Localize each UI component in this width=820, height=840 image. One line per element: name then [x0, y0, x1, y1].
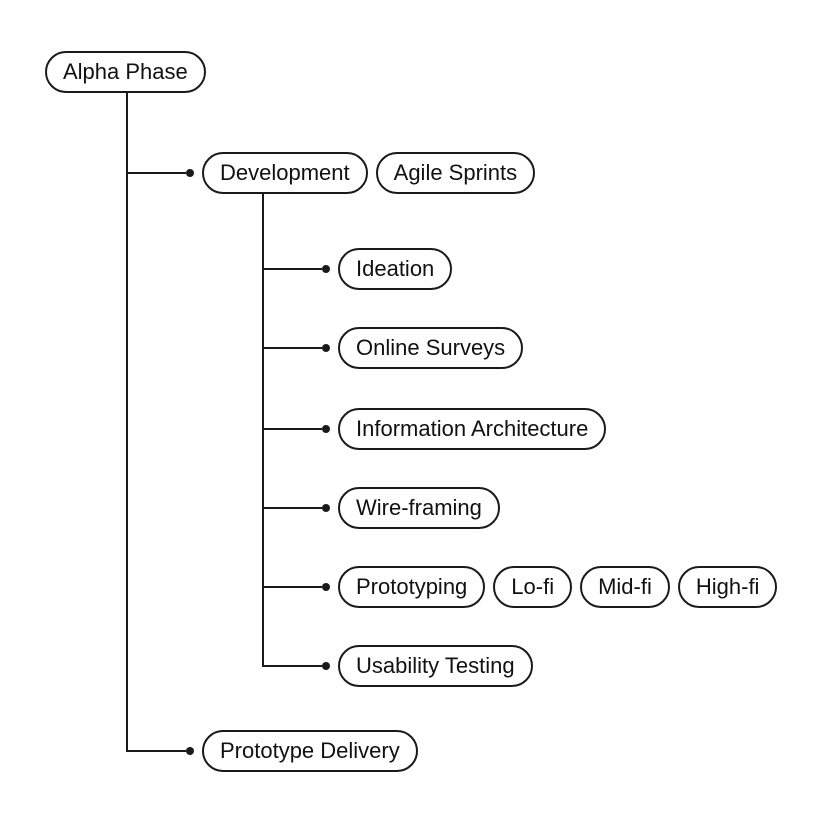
node-prototype-delivery[interactable]: Prototype Delivery — [202, 730, 418, 772]
connector-ideation-line — [262, 268, 322, 270]
node-information-architecture[interactable]: Information Architecture — [338, 408, 607, 450]
usability-testing-bullet-dot — [322, 662, 330, 670]
development-bullet-dot — [186, 169, 194, 177]
connector-information-architecture-line — [262, 428, 322, 430]
node-mid-fi[interactable]: Mid-fi — [580, 566, 670, 608]
ideation-bullet-dot — [322, 265, 330, 273]
row-development: Development Agile Sprints — [126, 152, 536, 194]
wire-framing-bullet-dot — [322, 504, 330, 512]
node-prototyping[interactable]: Prototyping — [338, 566, 486, 608]
connector-online-surveys-line — [262, 347, 322, 349]
row-prototyping: Prototyping Lo-fi Mid-fi High-fi — [262, 566, 778, 608]
connector-development-line — [126, 172, 186, 174]
node-agile-sprints[interactable]: Agile Sprints — [375, 152, 536, 194]
connector-main-vertical-line — [126, 93, 128, 752]
node-usability-testing[interactable]: Usability Testing — [338, 645, 533, 687]
row-information-architecture: Information Architecture — [262, 408, 607, 450]
connector-development-vertical-line — [262, 194, 264, 667]
node-online-surveys[interactable]: Online Surveys — [338, 327, 524, 369]
node-development[interactable]: Development — [202, 152, 368, 194]
row-prototype-delivery: Prototype Delivery — [126, 730, 418, 772]
prototyping-bullet-dot — [322, 583, 330, 591]
online-surveys-bullet-dot — [322, 344, 330, 352]
row-alpha-phase: Alpha Phase — [45, 51, 206, 93]
node-high-fi[interactable]: High-fi — [677, 566, 778, 608]
node-alpha-phase[interactable]: Alpha Phase — [45, 51, 206, 93]
node-ideation[interactable]: Ideation — [338, 248, 453, 290]
row-wire-framing: Wire-framing — [262, 487, 500, 529]
connector-prototyping-line — [262, 586, 322, 588]
row-usability-testing: Usability Testing — [262, 645, 533, 687]
node-wire-framing[interactable]: Wire-framing — [338, 487, 500, 529]
prototype-delivery-bullet-dot — [186, 747, 194, 755]
node-lo-fi[interactable]: Lo-fi — [493, 566, 573, 608]
row-online-surveys: Online Surveys — [262, 327, 524, 369]
connector-usability-testing-line — [262, 665, 322, 667]
connector-prototype-delivery-line — [126, 750, 186, 752]
information-architecture-bullet-dot — [322, 425, 330, 433]
connector-wire-framing-line — [262, 507, 322, 509]
row-ideation: Ideation — [262, 248, 453, 290]
